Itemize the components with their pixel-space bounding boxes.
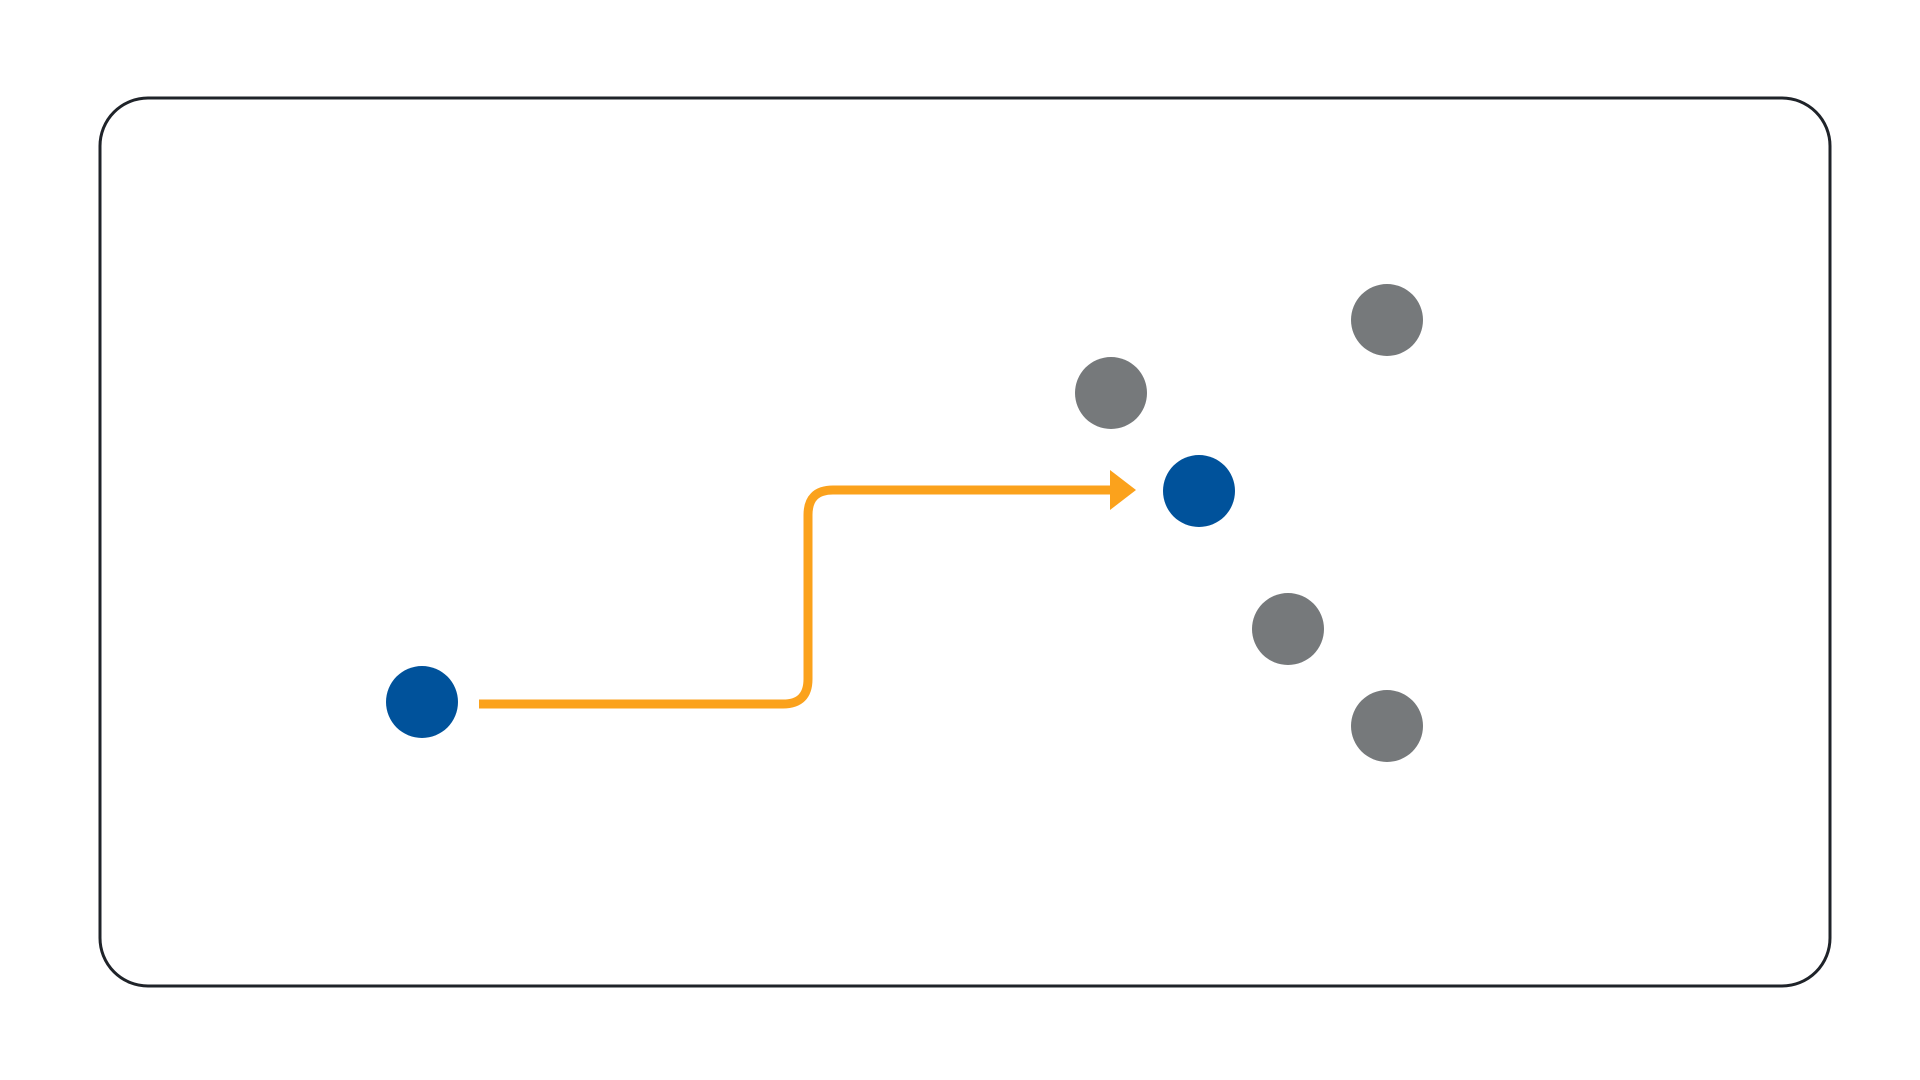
node-source [386,666,458,738]
node-target [1163,455,1235,527]
node-neighbor-3 [1252,593,1324,665]
node-neighbor-1 [1075,357,1147,429]
connector-arrowhead [1110,470,1136,510]
node-neighbor-2 [1351,284,1423,356]
node-neighbor-4 [1351,690,1423,762]
frame-border [98,96,1832,988]
connector-path [479,485,1112,709]
